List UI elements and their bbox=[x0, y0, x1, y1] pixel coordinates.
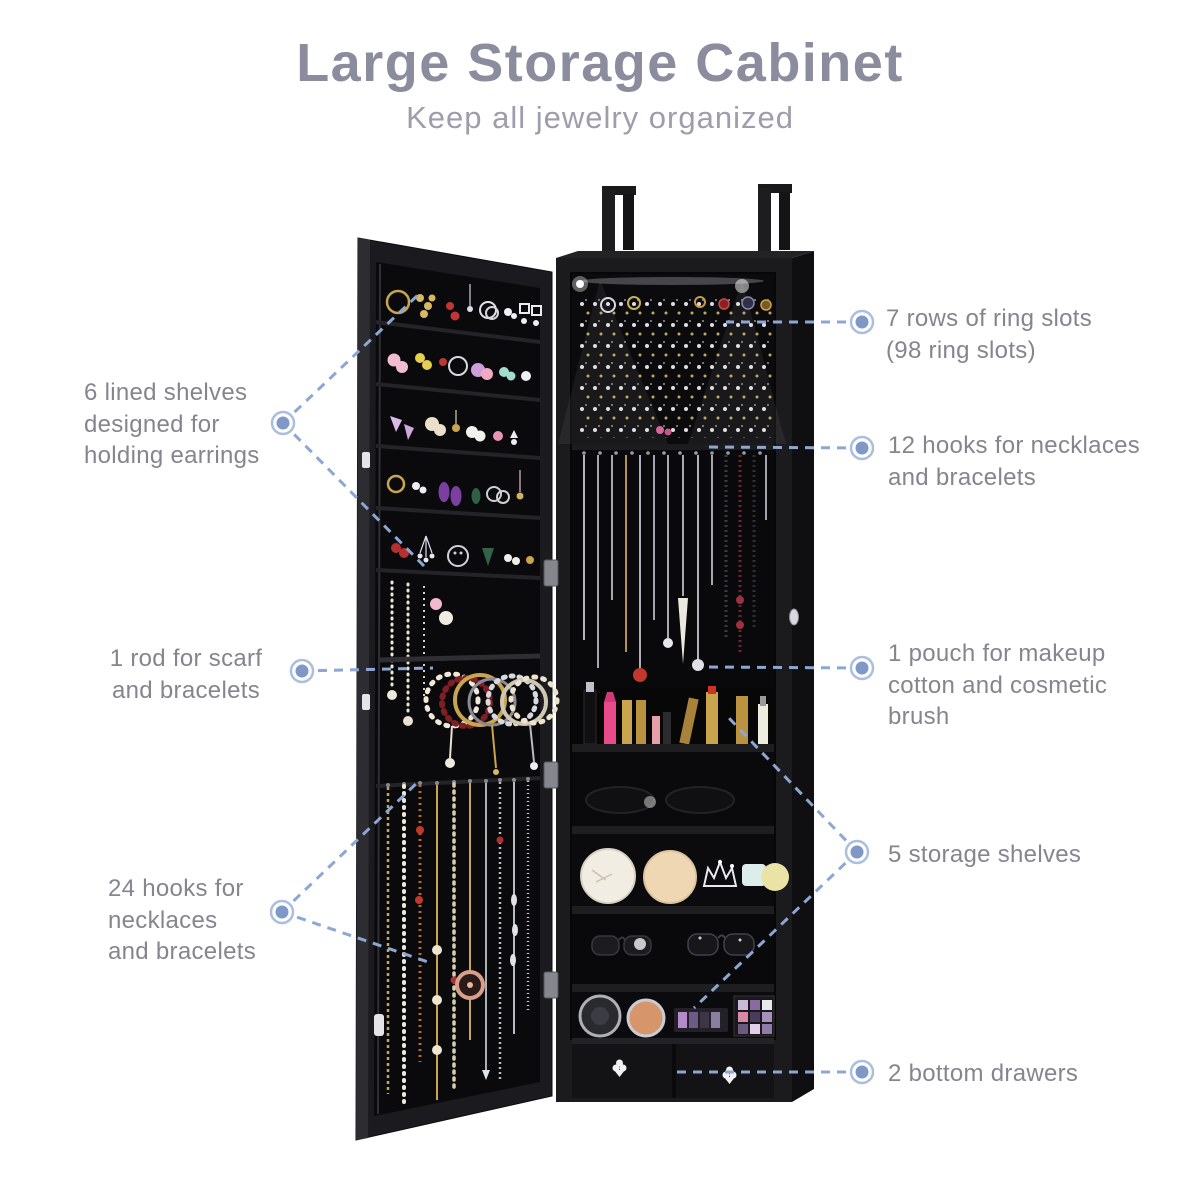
callout-line: brush bbox=[888, 703, 950, 730]
hinges bbox=[543, 559, 559, 999]
callout-line: designed for bbox=[84, 410, 220, 438]
bottom-drawers bbox=[572, 1038, 774, 1098]
callout-scarf-rod: 1 rod for scarf and bracelets bbox=[100, 643, 272, 706]
callout-line: 24 hooks for bbox=[108, 875, 244, 902]
callout-line: necklaces bbox=[108, 906, 218, 934]
connector-hooks24-bottom bbox=[281, 910, 429, 964]
callout-line: and bracelets bbox=[112, 676, 260, 704]
callout-ring-slots: 7 rows of ring slots (98 ring slots) bbox=[886, 303, 1092, 366]
connector-pouch bbox=[705, 665, 863, 670]
connector-dot bbox=[849, 655, 875, 681]
cabinet-door bbox=[355, 237, 560, 1141]
connector-dot bbox=[270, 410, 296, 436]
ring-slots-panel bbox=[558, 274, 786, 450]
door-latch bbox=[362, 452, 370, 468]
callout-connectors bbox=[280, 291, 863, 1074]
connector-dot bbox=[849, 435, 875, 461]
callout-line: (98 ring slots) bbox=[886, 336, 1036, 364]
callout-hooks-24: 24 hooks for necklaces and bracelets bbox=[108, 873, 256, 968]
earrings bbox=[385, 284, 542, 726]
callout-line: and bracelets bbox=[108, 938, 256, 965]
callout-storage-shelves: 5 storage shelves bbox=[888, 839, 1081, 871]
page-subtitle: Keep all jewelry organized bbox=[406, 100, 794, 135]
connector-hooks12 bbox=[705, 445, 863, 450]
connector-dot bbox=[289, 658, 315, 684]
callout-bottom-drawers: 2 bottom drawers bbox=[888, 1058, 1078, 1090]
callout-line: holding earrings bbox=[84, 442, 260, 469]
callout-line: 1 pouch for makeup bbox=[888, 640, 1106, 667]
cosmetics-shelf bbox=[572, 682, 774, 752]
over-door-hook-left bbox=[602, 186, 636, 256]
drawer-handle-left bbox=[612, 1059, 627, 1077]
callout-lined-shelves: 6 lined shelves designed for holding ear… bbox=[84, 377, 260, 472]
callout-line: and bracelets bbox=[888, 463, 1036, 491]
connector-lined-shelves-bottom bbox=[281, 421, 426, 568]
connector-dot bbox=[844, 839, 870, 865]
connector-shelves-bottom bbox=[692, 850, 859, 1010]
connector-dot bbox=[849, 1059, 875, 1085]
callout-makeup-pouch: 1 pouch for makeup cotton and cosmetic b… bbox=[888, 638, 1107, 733]
callout-line: cotton and cosmetic bbox=[888, 671, 1108, 699]
callout-hooks-12: 12 hooks for necklaces and bracelets bbox=[888, 430, 1140, 493]
storage-shelves bbox=[572, 752, 789, 1038]
callout-dots bbox=[269, 309, 875, 1085]
necklace-hooks-panel bbox=[572, 450, 774, 688]
callout-line: 2 bottom drawers bbox=[888, 1060, 1079, 1087]
callout-line: 5 storage shelves bbox=[888, 841, 1082, 868]
callout-line: 1 rod for scarf bbox=[109, 645, 263, 672]
over-door-hook-right bbox=[758, 184, 792, 256]
door-latch bbox=[362, 694, 370, 710]
connector-scarf-rod bbox=[301, 666, 434, 673]
callout-line: 7 rows of ring slots bbox=[886, 305, 1093, 332]
bracelet-rod bbox=[377, 653, 560, 775]
earring-rails bbox=[375, 320, 541, 580]
connector-dot bbox=[849, 309, 875, 335]
door-latch bbox=[374, 1014, 384, 1036]
page-title: Large Storage Cabinet bbox=[296, 33, 904, 93]
cabinet-body bbox=[556, 251, 814, 1102]
callout-line: 6 lined shelves bbox=[84, 379, 248, 406]
header: Large Storage Cabinet Keep all jewelry o… bbox=[0, 34, 1200, 136]
callout-line: 12 hooks for necklaces bbox=[888, 432, 1141, 459]
door-knob bbox=[789, 608, 799, 626]
door-necklace-hooks bbox=[375, 776, 541, 1108]
connector-dot bbox=[269, 899, 295, 925]
